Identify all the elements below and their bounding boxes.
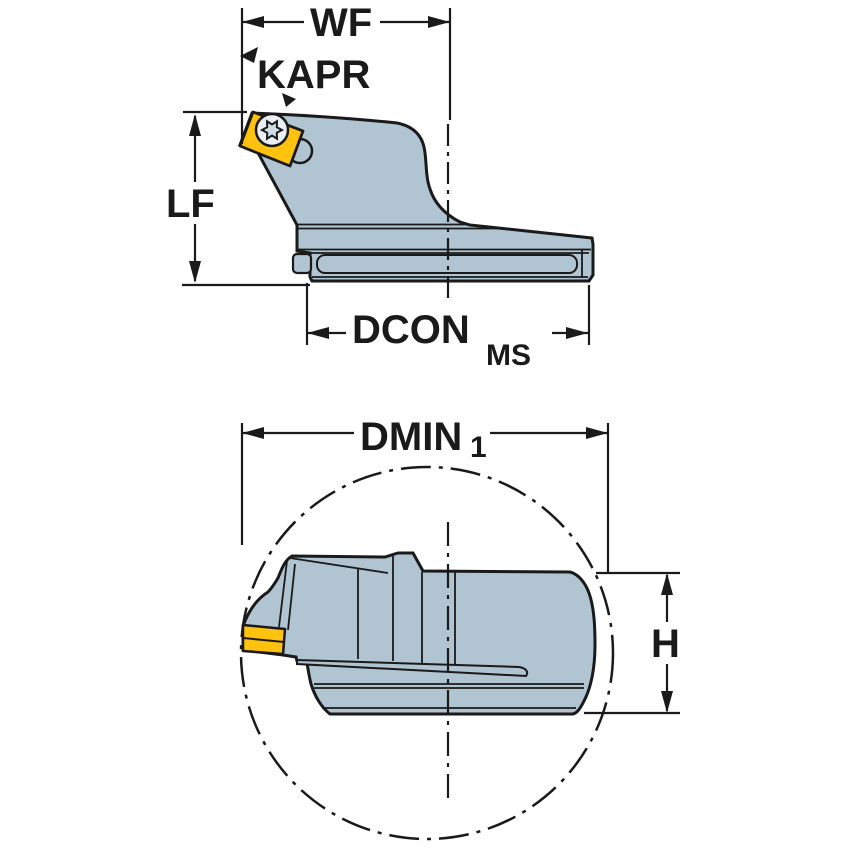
dcon-arrow-left xyxy=(307,327,329,339)
end-view-wedge xyxy=(296,658,529,678)
turning-insert-end xyxy=(241,623,287,656)
side-view-detail-lines xyxy=(297,223,591,278)
dim-dcon: DCON MS xyxy=(305,283,591,372)
kapr-arrow-upper xyxy=(240,47,258,63)
h-extension-lines xyxy=(584,571,680,715)
side-view-shank-tab xyxy=(291,252,313,275)
kapr-label: KAPR xyxy=(257,53,370,97)
end-view-detail-lines xyxy=(278,556,584,709)
dim-kapr: KAPR xyxy=(240,47,370,107)
wf-arrow-left xyxy=(242,16,264,28)
kapr-arrow-lower xyxy=(282,93,296,107)
lf-arrow-bottom xyxy=(189,261,201,283)
dcon-subscript-label: MS xyxy=(486,339,531,372)
dim-h: H xyxy=(584,571,680,715)
dim-lf: LF xyxy=(166,110,310,287)
h-arrow-top xyxy=(661,573,673,595)
dcon-extension-lines xyxy=(305,283,591,345)
dmin-arrow-left xyxy=(242,427,264,439)
torx-star-icon xyxy=(259,119,285,141)
dmin-arrow-right xyxy=(586,427,608,439)
side-view-body xyxy=(238,111,595,283)
dmin-subscript-label: 1 xyxy=(470,431,487,464)
torx-screw-icon xyxy=(254,112,290,148)
lf-extension-lines xyxy=(182,110,310,287)
end-view-body xyxy=(241,551,597,716)
insert-end-divider xyxy=(242,637,285,643)
lf-label: LF xyxy=(166,182,215,226)
dim-dmin: DMIN 1 xyxy=(240,415,610,572)
lf-arrow-top xyxy=(189,114,201,136)
dmin-label: DMIN xyxy=(360,415,462,459)
dmin-circle xyxy=(239,465,615,841)
h-arrow-bottom xyxy=(661,691,673,713)
dim-wf: WF xyxy=(240,1,452,144)
wf-extension-lines xyxy=(240,8,452,144)
wf-label: WF xyxy=(310,1,372,45)
wf-arrow-right xyxy=(428,16,450,28)
dcon-label: DCON xyxy=(352,308,470,352)
end-view: DMIN 1 H xyxy=(239,415,680,841)
h-label: H xyxy=(651,622,680,666)
side-view: WF KAPR LF DCON MS xyxy=(166,1,595,372)
dcon-arrow-right xyxy=(566,327,588,339)
dmin-extension-lines xyxy=(240,423,610,572)
